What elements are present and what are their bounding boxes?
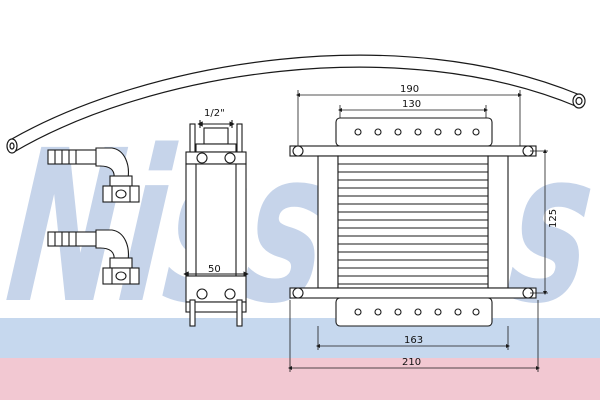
blue-band: [0, 318, 600, 358]
watermark-logo: Nissens: [0, 106, 600, 350]
dim-mount-bottom: 163: [404, 335, 423, 346]
dim-bracket-width: 50: [208, 264, 221, 275]
dim-height: 125: [548, 209, 559, 228]
pink-band: [0, 358, 600, 400]
cooler-fins: [338, 163, 488, 285]
mounting-bracket-icon: [183, 120, 249, 327]
dimension-lines: [288, 90, 548, 372]
dim-pipe-thread: 1/2": [204, 108, 225, 119]
elbow-fitting-icon: [47, 147, 140, 203]
elbow-fitting-icon: [47, 229, 140, 285]
hose-icon: [6, 54, 586, 154]
oil-cooler-core-icon: [289, 117, 537, 327]
dim-overall-top: 190: [400, 84, 419, 95]
dim-overall-bottom: 210: [402, 357, 421, 368]
dim-mount-top: 130: [402, 99, 421, 110]
